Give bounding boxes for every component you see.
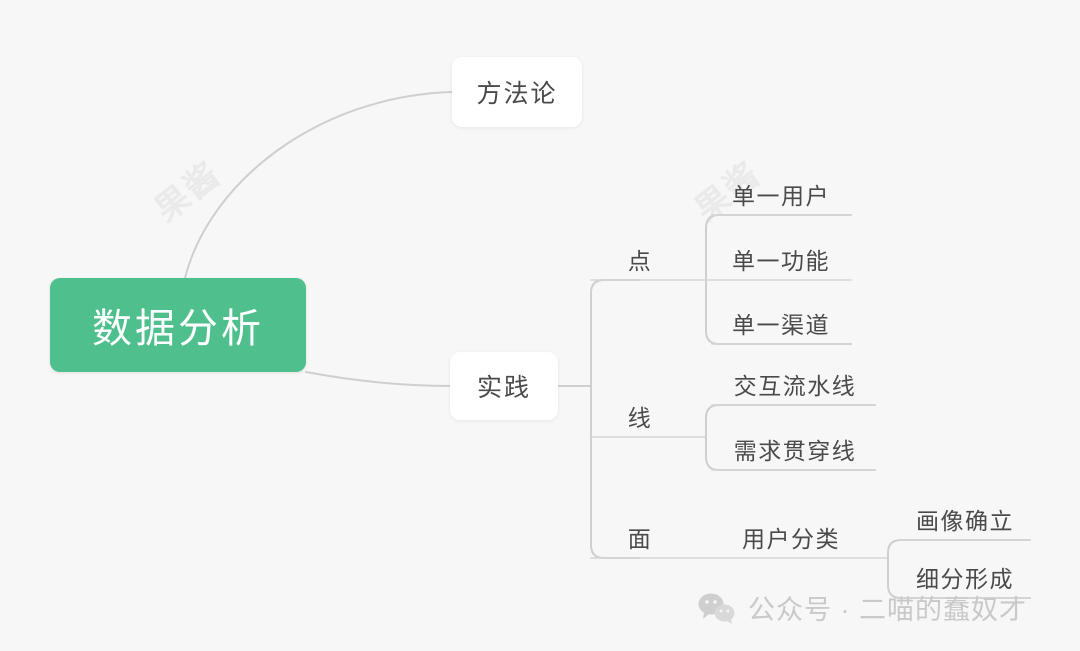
node-leaf-single-channel-label: 单一渠道 (732, 312, 830, 338)
node-leaf-interaction-pipeline-label: 交互流水线 (733, 373, 857, 399)
node-practice-label: 实践 (476, 374, 531, 402)
wechat-icon (698, 593, 735, 624)
footer-watermark: 公众号 · 二喵的蠢奴才 (698, 588, 1027, 627)
node-leaf-single-channel[interactable]: 单一渠道 (716, 302, 846, 344)
spine-user-classification-children (887, 539, 1031, 599)
node-group-plane-label: 面 (627, 526, 653, 552)
node-group-plane[interactable]: 面 (600, 516, 680, 558)
node-leaf-single-function-label: 单一功能 (732, 248, 830, 274)
node-root-label: 数据分析 (92, 307, 264, 351)
connector-root-to-practice (305, 371, 451, 387)
node-leaf-persona-established-label: 画像确立 (916, 508, 1014, 534)
node-leaf-persona-established[interactable]: 画像确立 (900, 498, 1030, 540)
node-leaf-demand-throughline-label: 需求贯穿线 (733, 438, 857, 464)
node-leaf-segmentation-formed-label: 细分形成 (916, 566, 1014, 592)
node-leaf-single-user-label: 单一用户 (732, 183, 830, 209)
node-practice[interactable]: 实践 (450, 352, 558, 420)
node-leaf-segmentation-formed[interactable]: 细分形成 (900, 556, 1030, 598)
node-methodology-label: 方法论 (476, 80, 558, 108)
footer-watermark-text: 公众号 · 二喵的蠢奴才 (748, 595, 1027, 625)
node-group-line-label: 线 (627, 405, 653, 431)
node-group-point-label: 点 (627, 248, 653, 274)
node-leaf-demand-throughline[interactable]: 需求贯穿线 (716, 428, 874, 470)
node-group-line[interactable]: 线 (600, 395, 680, 437)
node-leaf-single-function[interactable]: 单一功能 (716, 238, 846, 280)
node-methodology[interactable]: 方法论 (452, 57, 582, 127)
node-root-data-analysis[interactable]: 数据分析 (50, 278, 306, 372)
node-leaf-single-user[interactable]: 单一用户 (716, 173, 846, 215)
node-user-classification-label: 用户分类 (742, 526, 840, 552)
node-group-point[interactable]: 点 (600, 238, 680, 280)
connector-root-to-methodology (184, 91, 453, 279)
node-leaf-interaction-pipeline[interactable]: 交互流水线 (716, 363, 874, 405)
node-user-classification[interactable]: 用户分类 (726, 516, 856, 558)
